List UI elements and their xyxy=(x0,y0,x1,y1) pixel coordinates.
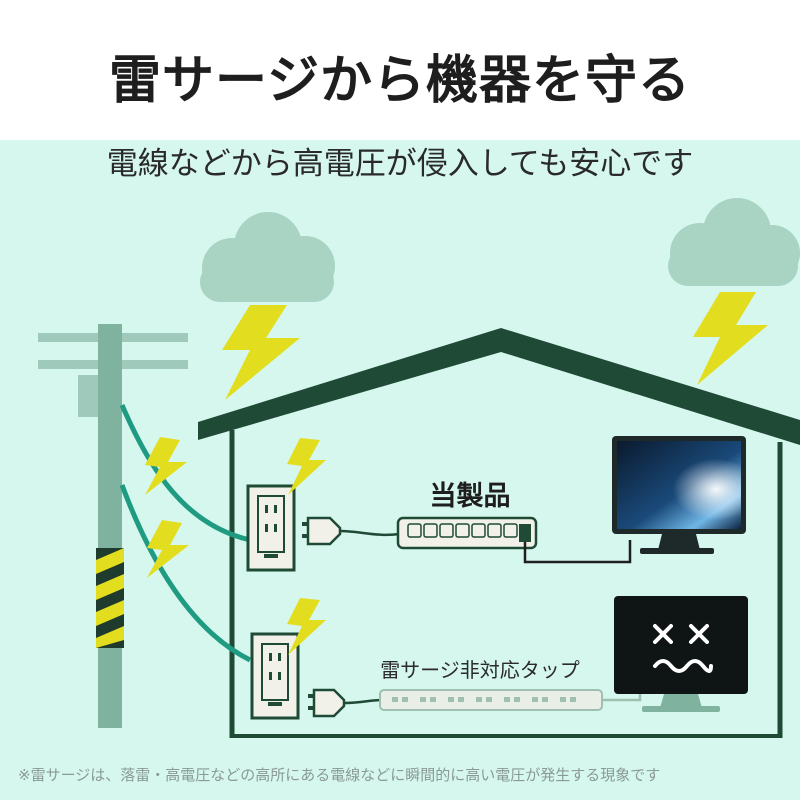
x-eyes-wavy-mouth-icon xyxy=(653,624,713,673)
power-line-upper xyxy=(119,404,251,543)
power-line-lower xyxy=(119,484,252,663)
subtitle: 電線などから高電圧が侵入しても安心です xyxy=(106,146,694,182)
non-surge-tap-label: 雷サージ非対応タップ xyxy=(380,658,580,682)
lightning-icon-wire-lower xyxy=(147,520,189,578)
monitor-healthy xyxy=(612,436,746,554)
lightning-icon-wire-upper xyxy=(145,437,187,495)
lightning-icon-outlet-upper xyxy=(287,438,326,495)
product-label: 当製品 xyxy=(429,481,511,512)
page-title: 雷サージから機器を守る xyxy=(109,51,691,111)
pole-warning-stripes xyxy=(96,548,124,648)
utility-pole xyxy=(38,324,188,728)
non-surge-plug xyxy=(308,688,383,718)
wall-outlet-upper xyxy=(246,484,296,572)
cloud-icon-left xyxy=(200,212,335,302)
monitor-broken xyxy=(614,596,748,712)
product-power-strip xyxy=(396,516,632,564)
footnote: ※雷サージは、落雷・高電圧などの高所にある電線などに瞬間的に高い電圧が発生する現… xyxy=(18,766,661,784)
non-surge-power-strip xyxy=(379,689,642,711)
lightning-icon-outlet-lower xyxy=(287,598,326,655)
cloud-icon-right xyxy=(668,198,800,286)
wall-outlet-lower xyxy=(250,632,300,720)
lightning-icon-cloud-left xyxy=(222,305,300,400)
house xyxy=(198,328,800,738)
product-plug xyxy=(302,516,401,546)
lightning-icon-cloud-right xyxy=(693,292,768,385)
